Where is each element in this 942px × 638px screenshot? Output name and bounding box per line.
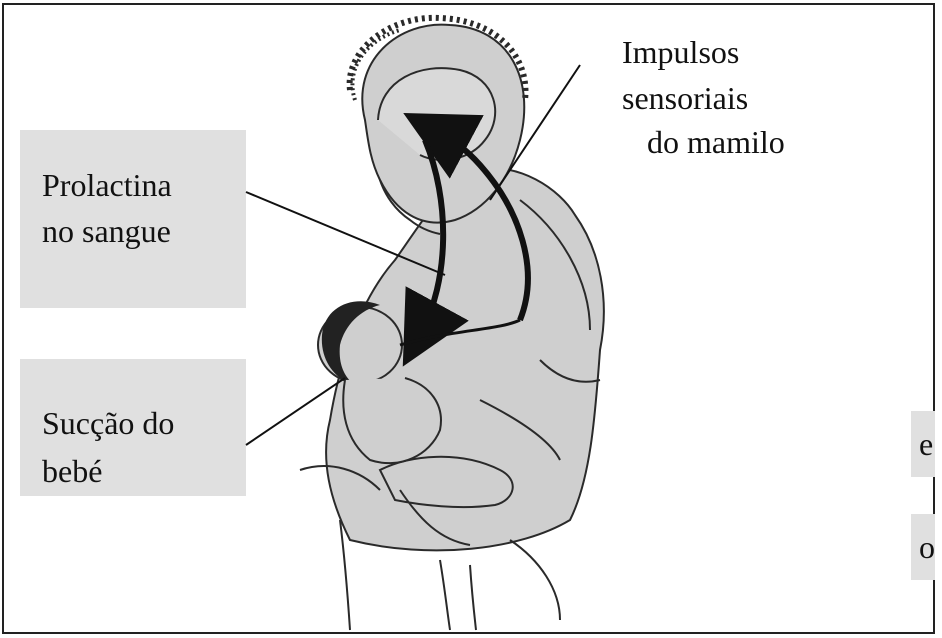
suction-label-line-2: bebé (42, 452, 102, 490)
sensory-impulses-label-line-3: do mamilo (647, 123, 785, 161)
sensory-impulses-label-line-1: Impulsos (622, 33, 739, 71)
prolactin-label-line-1: Prolactina (42, 166, 172, 204)
sensory-impulses-label-line-2: sensoriais (622, 79, 748, 117)
cut-off-label-fragment-1: e (919, 425, 934, 463)
suction-label-line-1: Sucção do (42, 404, 174, 442)
prolactin-label-line-2: no sangue (42, 212, 171, 250)
cut-off-label-fragment-2: o (919, 528, 934, 566)
